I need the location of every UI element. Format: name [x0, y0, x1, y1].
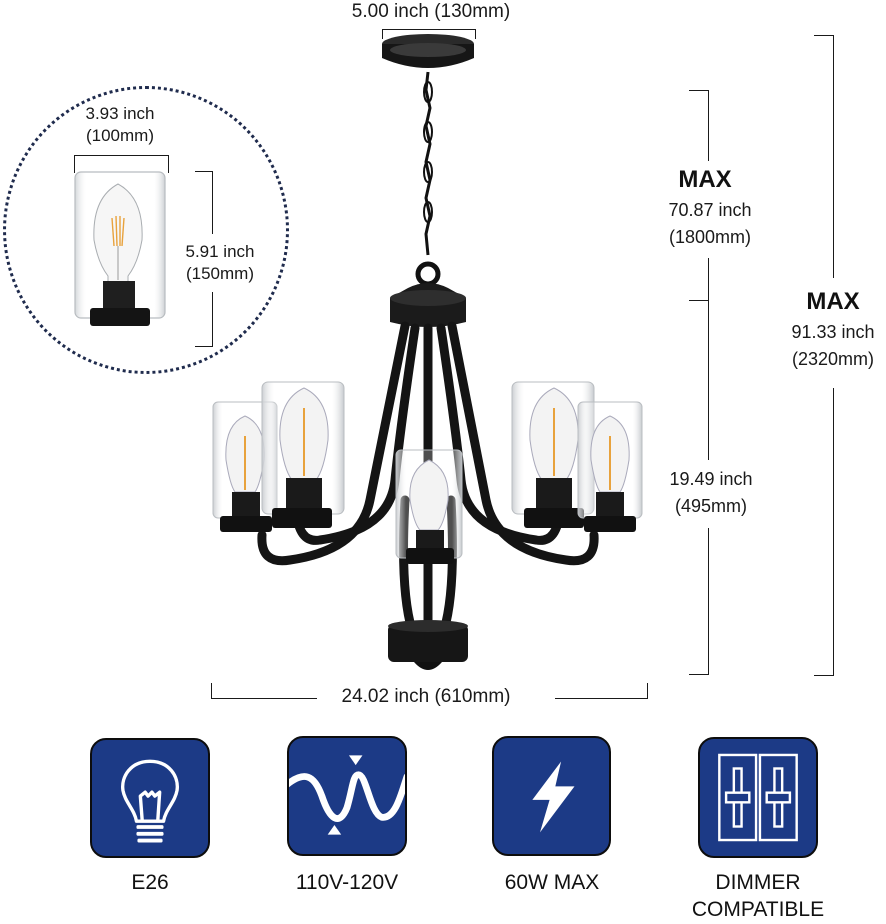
canopy-width-label: 5.00 inch (130mm) [351, 1, 511, 22]
feature-dimmer-label-line2: COMPATIBLE [691, 898, 825, 921]
total-max-label: MAX [806, 288, 860, 315]
chain-body-divider [689, 300, 709, 301]
light-bulb-icon [121, 759, 179, 843]
body-height-mm: (495mm) [674, 496, 747, 516]
feature-e26-label: E26 [131, 871, 169, 894]
body-height-inch: 19.49 inch [669, 469, 753, 489]
feature-voltage-label: 110V-120V [295, 871, 399, 894]
body-width-bracket-left [211, 683, 317, 699]
chain-max-inch: 70.87 inch [668, 200, 752, 220]
shade-width-bracket [74, 155, 169, 173]
chandelier-image [200, 30, 660, 680]
chain-max-line-lower [708, 258, 709, 301]
shade-detail-circle [3, 86, 289, 374]
feature-e26 [90, 738, 210, 858]
feature-dimmer [698, 737, 818, 858]
sine-wave-icon [289, 755, 405, 835]
body-width-bracket-right [555, 683, 648, 699]
canopy-width-bracket [382, 29, 476, 39]
feature-dimmer-label-line1: DIMMER [715, 871, 801, 894]
chain-max-mm: (1800mm) [668, 227, 752, 247]
shade-width-mm: (100mm) [85, 126, 154, 145]
body-height-line-upper [708, 300, 709, 460]
chain-max-bracket-top [689, 90, 709, 161]
body-width-label: 24.02 inch (610mm) [341, 686, 511, 707]
total-max-inch: 91.33 inch [791, 322, 875, 342]
shade-height-bracket-bottom [195, 292, 213, 347]
body-height-bracket-bottom [689, 528, 709, 675]
total-max-bracket-top [814, 35, 834, 278]
chain-max-label: MAX [678, 166, 732, 193]
lightning-bolt-icon [532, 761, 575, 833]
total-max-mm: (2320mm) [791, 349, 875, 369]
feature-voltage [287, 736, 407, 856]
dimmer-sliders-icon [718, 753, 798, 842]
feature-wattage-label: 60W MAX [504, 871, 600, 894]
feature-wattage [492, 736, 611, 856]
shade-height-bracket-top [195, 171, 213, 234]
shade-width-inch: 3.93 inch [85, 104, 155, 123]
shade-height-inch: 5.91 inch [185, 242, 255, 261]
shade-height-mm: (150mm) [185, 264, 254, 283]
total-max-bracket-bottom [814, 388, 834, 676]
shade-with-bulb-image [70, 168, 170, 328]
